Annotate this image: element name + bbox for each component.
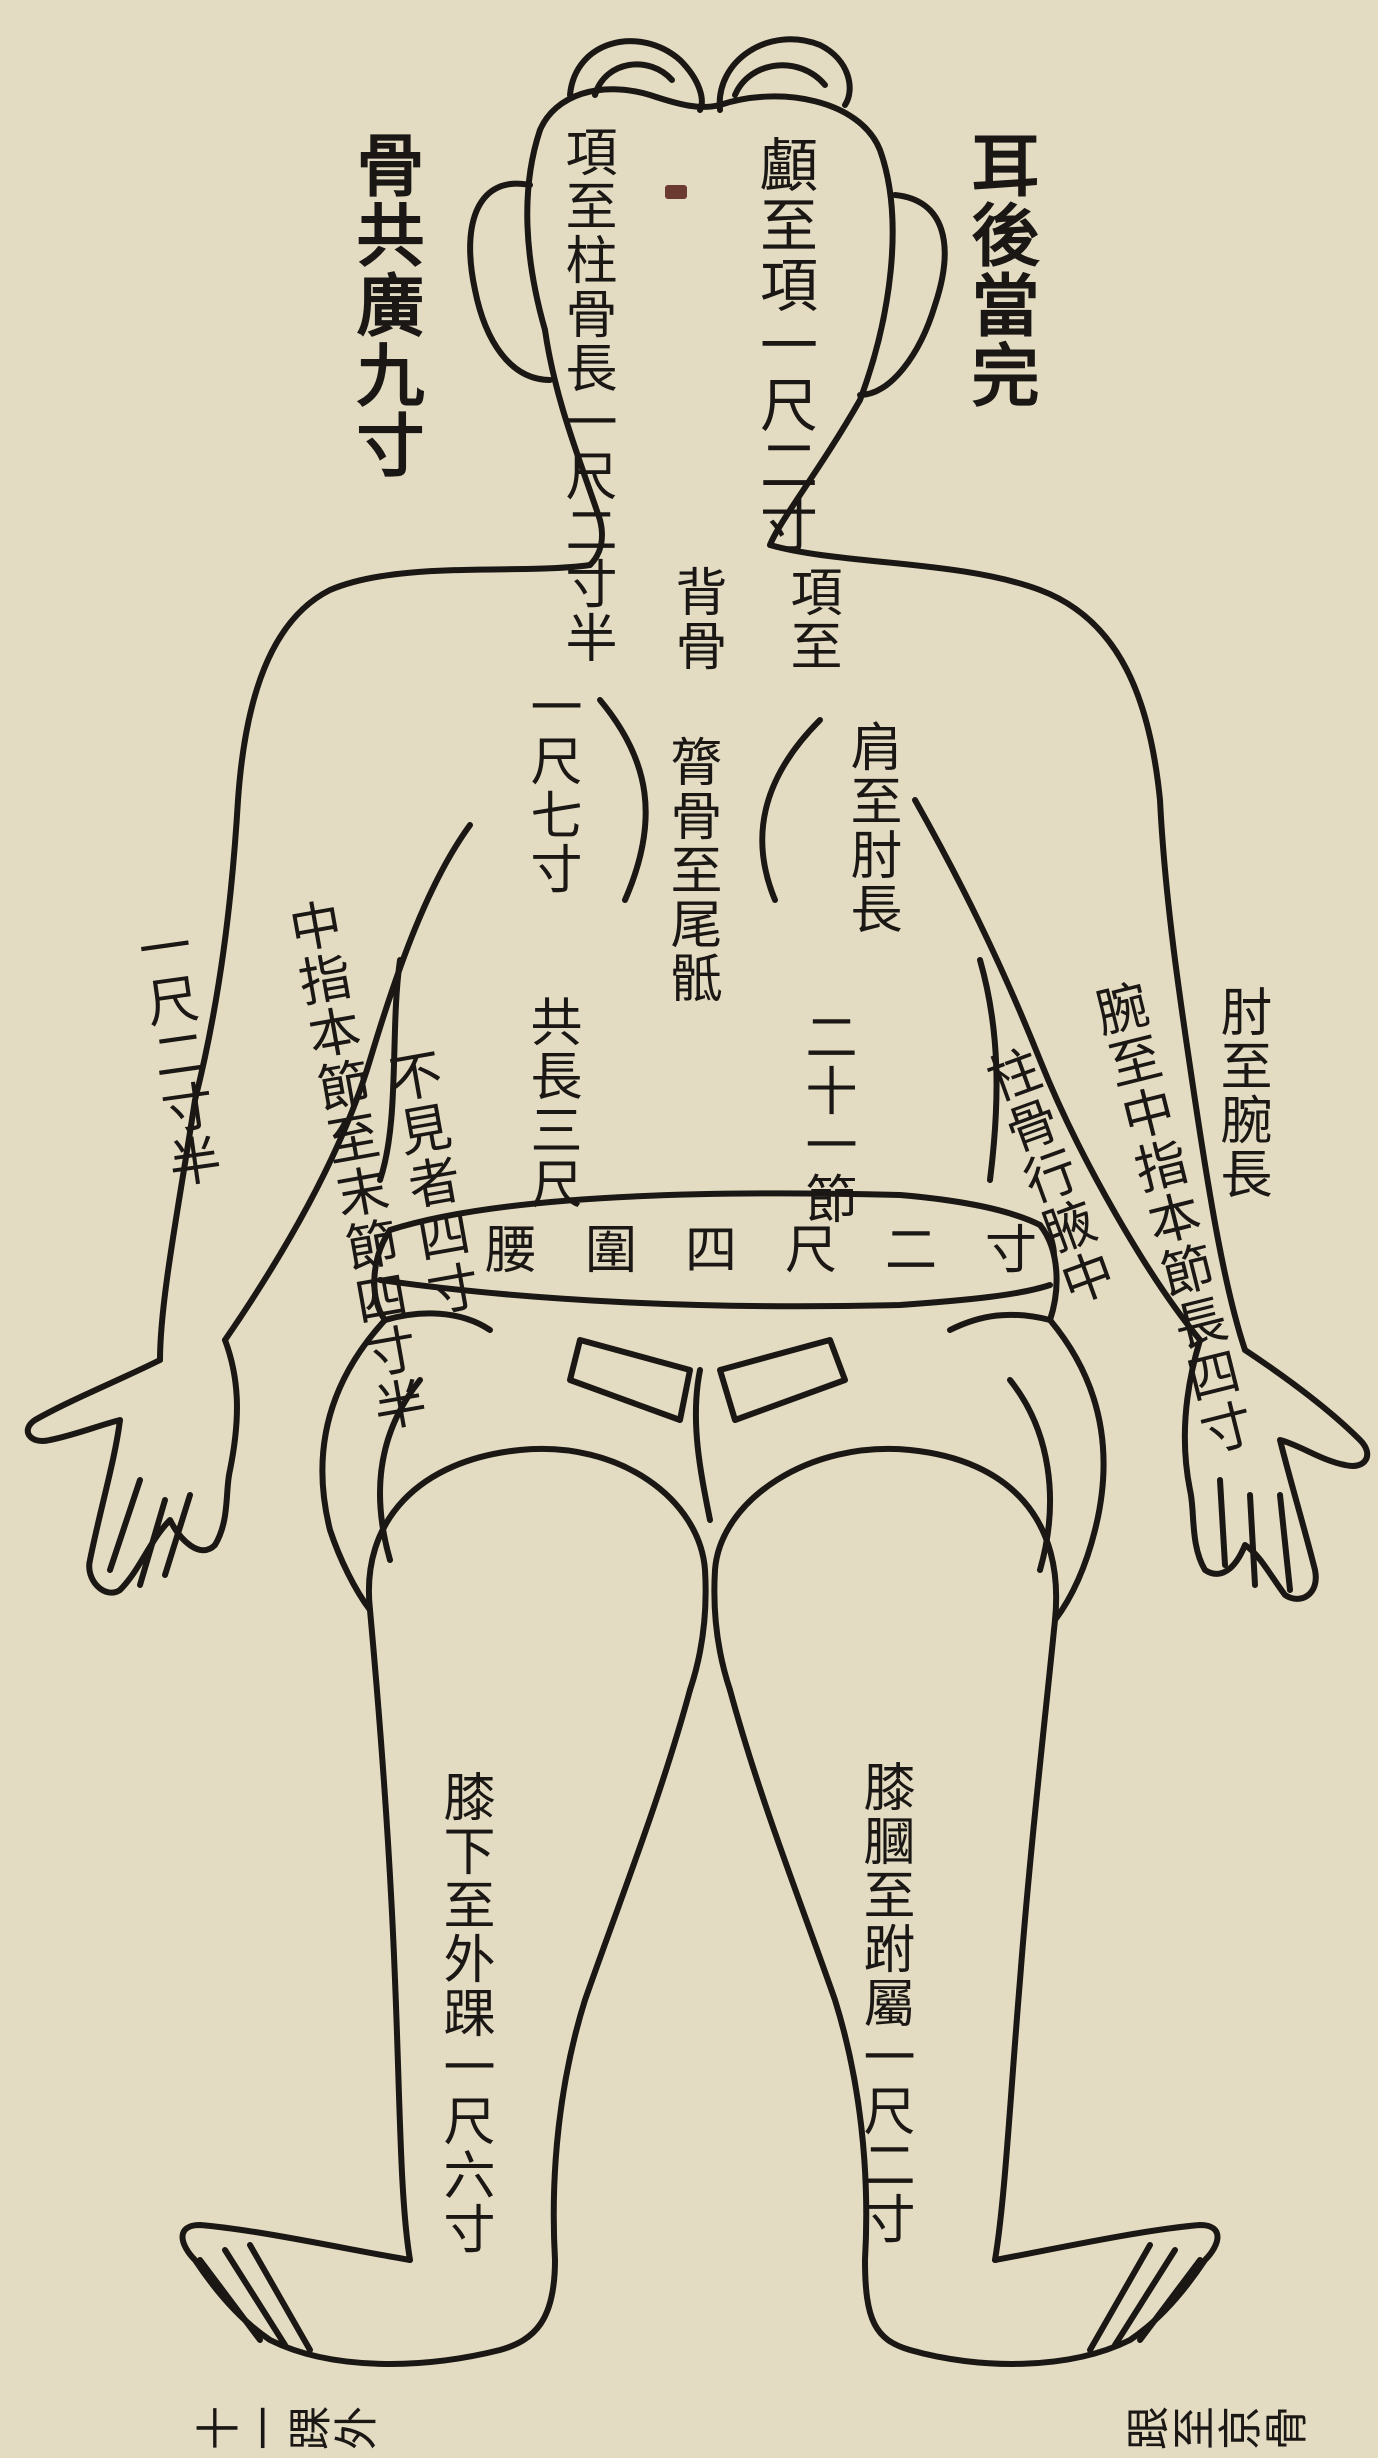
buttock-left (369, 1449, 706, 1690)
leg-right-inner (730, 1690, 866, 2260)
ink-stain (665, 185, 687, 199)
label-spine-to-coccyx: 膂骨至尾骶 (665, 735, 717, 1005)
buttock-right (714, 1449, 1056, 1690)
hand-right-fingers (1220, 1480, 1290, 1590)
hand-left (28, 1340, 237, 1593)
label-ear-back: 耳後當完 (965, 130, 1033, 410)
cloth-center (696, 1370, 710, 1520)
label-total-length: 共長三尺 (525, 995, 577, 1211)
label-nape-to-spine: 項至柱骨長一尺二寸半 (560, 125, 612, 665)
hand-left-fingers (110, 1480, 190, 1585)
label-skull-to-nape: 顱至項一尺二寸 (755, 135, 813, 555)
label-bone-width: 骨共廣九寸 (350, 130, 418, 480)
hair-tuft-left (570, 41, 702, 110)
label-knee-pit: 膝膕至跗屬一尺二寸 (858, 1760, 910, 2246)
ear-left (470, 184, 550, 380)
label-waist-circumference: 腰圍四尺二寸 (485, 1225, 1085, 1277)
label-foot-right: 跟至京骨 (1125, 2411, 1309, 2455)
hip-right-fold (1010, 1380, 1050, 1570)
cloth-flap-right (720, 1340, 845, 1420)
leg-right-outer (995, 1620, 1055, 2260)
leg-left-inner (554, 1690, 690, 2260)
label-shoulder-to-elbow: 肩至肘長 (845, 720, 897, 936)
label-knee-down: 膝下至外踝一尺六寸 (438, 1770, 490, 2256)
leg-left-outer (370, 1610, 410, 2260)
label-one-foot-seven: 一尺七寸 (525, 680, 577, 896)
label-nape-to: 項至 (785, 565, 837, 673)
hip-right-outer (1050, 1320, 1104, 1620)
label-elbow-to-wrist: 肘至腕長 (1215, 985, 1267, 1201)
waist-knot-right (950, 1315, 1050, 1330)
label-foot-left: 十一踝外 (195, 2411, 379, 2455)
foot-left-toes (200, 2245, 310, 2350)
cloth-flap-left (570, 1340, 690, 1420)
foot-right-toes (1090, 2245, 1200, 2350)
label-back-bone: 背骨 (670, 565, 722, 673)
spine-curve-left (600, 700, 646, 900)
label-twenty-one: 二十一節 (800, 1010, 852, 1226)
foot-right (865, 2225, 1218, 2364)
foot-left (183, 2225, 556, 2364)
hair-tuft-right-inner (735, 65, 825, 95)
spine-curve-right (762, 720, 820, 900)
